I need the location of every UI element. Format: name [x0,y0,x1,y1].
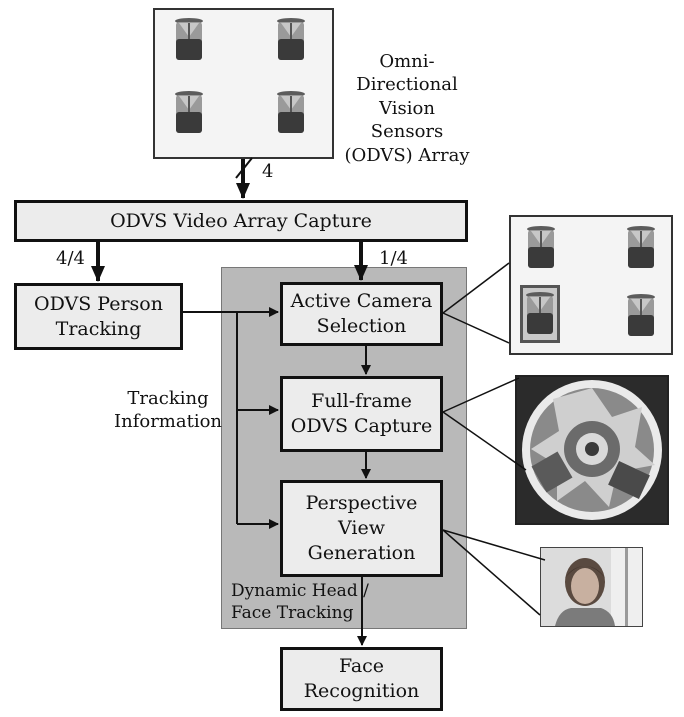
face-crop-image [540,547,643,627]
face-recognition-box: Face Recognition [280,647,443,711]
region-label: Dynamic Head / Face Tracking [231,581,369,624]
camera-selection-panel [509,215,673,355]
fullframe-odvs-capture-box: Full-frame ODVS Capture [280,376,443,452]
omnidirectional-frame-image [515,375,669,525]
perspective-view-generation-box: Perspective View Generation [280,480,443,577]
odvs-video-array-capture-box: ODVS Video Array Capture [14,200,468,242]
arrow-label-to-selection: 1/4 [379,248,408,269]
arrow-label-into-capture: 4 [262,161,274,182]
arrow-label-to-tracking: 4/4 [56,248,85,269]
tracking-information-label: Tracking Information [114,388,223,433]
sensor-array-panel [153,8,334,159]
active-camera-selection-box: Active Camera Selection [280,282,443,346]
sensor-array-label: Omni-Directional Vision Sensors (ODVS) A… [344,51,470,166]
odvs-person-tracking-box: ODVS Person Tracking [14,283,183,350]
